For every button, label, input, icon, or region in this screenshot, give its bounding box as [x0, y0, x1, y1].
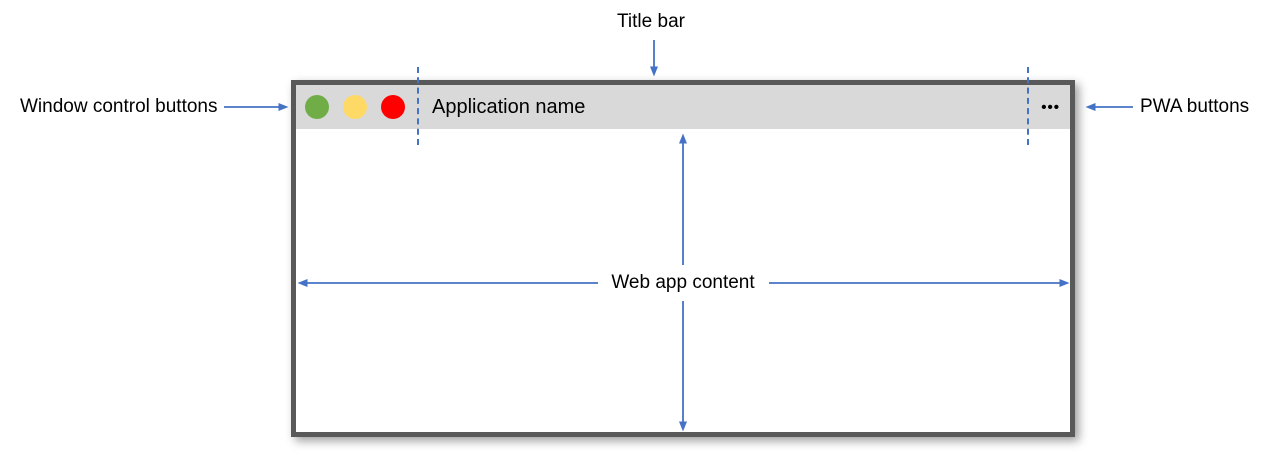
app-window: Application name •••: [291, 80, 1075, 437]
title-bar-label: Title bar: [617, 11, 685, 32]
window-control-button-green[interactable]: [305, 95, 329, 119]
app-name-text: Application name: [432, 95, 586, 118]
window-control-button-yellow[interactable]: [343, 95, 367, 119]
pwa-buttons-label: PWA buttons: [1140, 96, 1250, 117]
title-bar: Application name •••: [296, 85, 1070, 129]
ellipsis-icon[interactable]: •••: [1041, 98, 1060, 116]
guide-line-left: [417, 67, 419, 145]
web-app-content-label: Web app content: [611, 272, 755, 293]
guide-line-right: [1027, 67, 1029, 145]
window-control-button-red[interactable]: [381, 95, 405, 119]
window-controls-label: Window control buttons: [20, 96, 218, 117]
